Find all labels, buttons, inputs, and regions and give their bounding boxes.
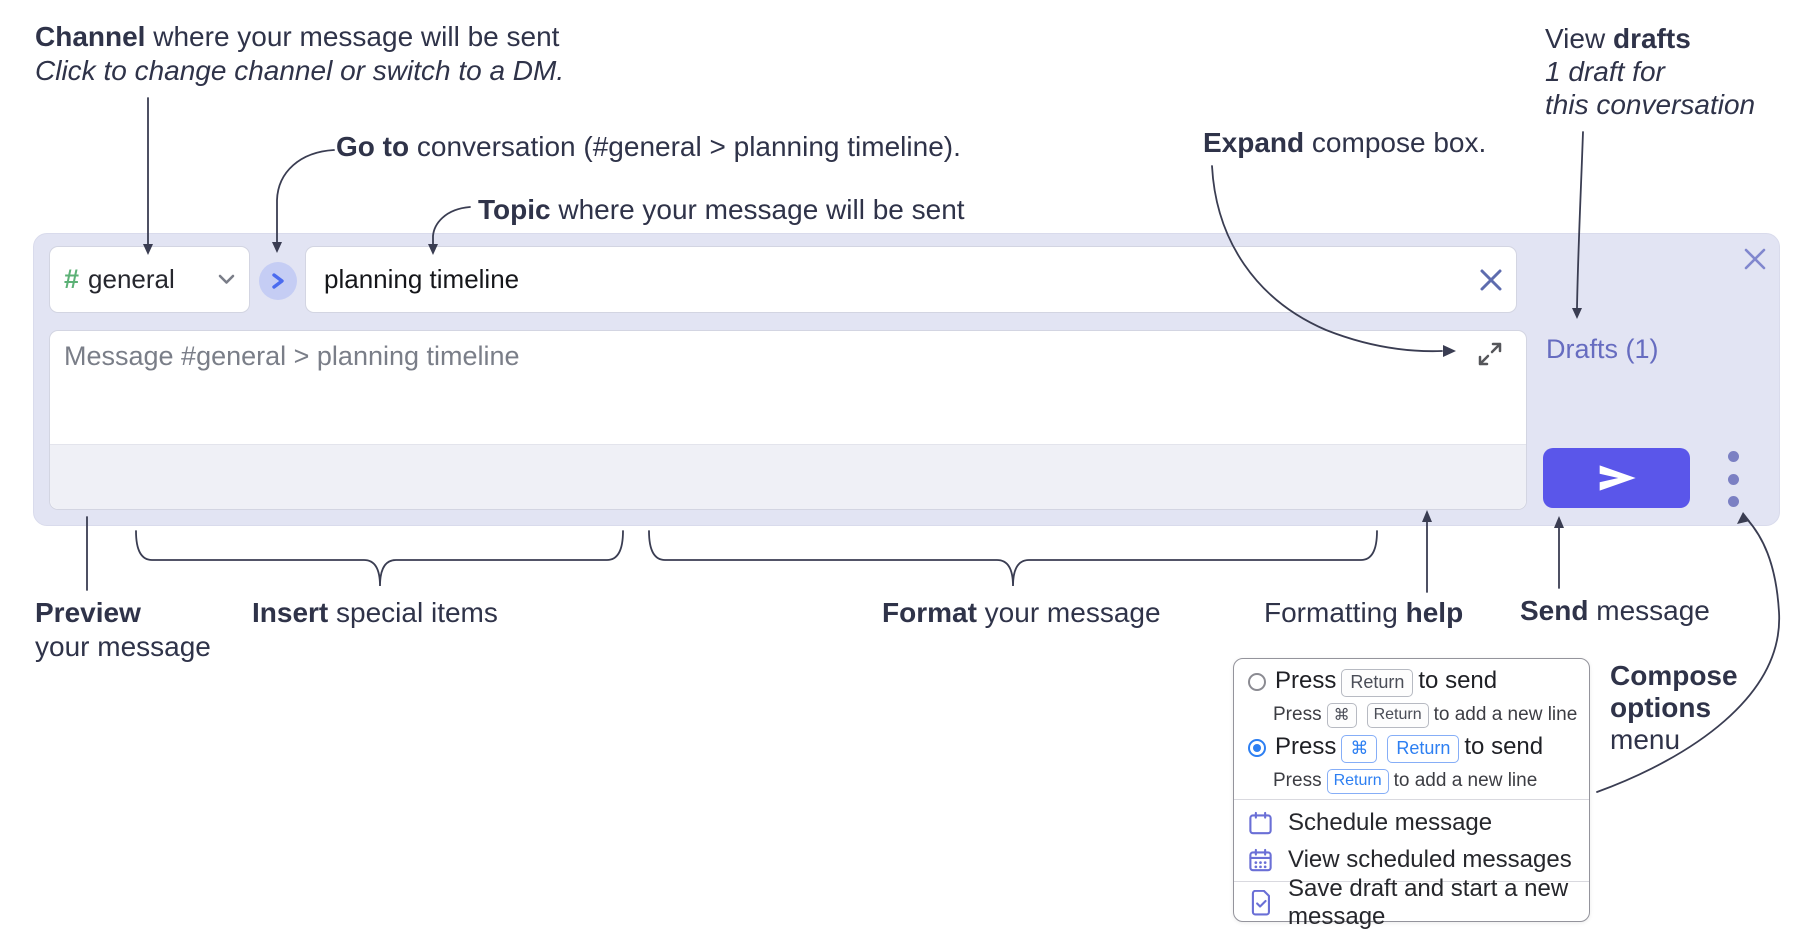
chevron-down-icon	[218, 274, 235, 284]
formatting-help-annotation: Formatting help	[1264, 597, 1464, 628]
calendar-dots-icon	[1249, 848, 1272, 871]
key-cmd: ⌘	[1326, 702, 1357, 728]
compose-options-annotation: Compose options menu	[1610, 660, 1738, 755]
menu-item-save-draft[interactable]: Save draft and start a new message	[1234, 875, 1589, 930]
goto-annotation: Go to conversation (#general > planning …	[336, 131, 961, 162]
topic-input[interactable]: planning timeline	[305, 246, 1517, 313]
key-cmd: ⌘	[1341, 734, 1378, 763]
channel-selector[interactable]: # general	[49, 246, 250, 313]
radio-selected[interactable]	[1248, 739, 1266, 757]
menu-divider	[1234, 799, 1589, 801]
radio-unselected[interactable]	[1248, 673, 1266, 691]
topic-value: planning timeline	[324, 264, 520, 294]
key-return: Return	[1366, 702, 1429, 728]
channel-hash-icon: #	[64, 264, 80, 294]
send-icon	[1599, 465, 1636, 491]
clear-topic-icon[interactable]	[1478, 267, 1504, 293]
drafts-annotation: View drafts 1 draft for this conversatio…	[1545, 23, 1756, 120]
calendar-icon	[1249, 811, 1272, 834]
send-button[interactable]	[1543, 448, 1690, 508]
menu-item-view-scheduled[interactable]: View scheduled messages	[1234, 842, 1589, 878]
preview-annotation: Preview your message	[35, 597, 211, 662]
go-to-conversation-button[interactable]	[259, 262, 297, 300]
channel-annotation: Channel where your message will be sent …	[35, 21, 565, 86]
channel-name: general	[88, 264, 175, 294]
insert-annotation: Insert special items	[252, 597, 498, 628]
expand-annotation: Expand compose box.	[1203, 127, 1487, 158]
menu-divider	[1234, 881, 1589, 883]
message-textarea[interactable]: Message #general > planning timeline	[49, 330, 1527, 510]
topic-annotation: Topic where your message will be sent	[478, 194, 965, 225]
drafts-link[interactable]: Drafts (1)	[1546, 334, 1659, 364]
expand-compose-icon[interactable]	[1477, 341, 1503, 367]
key-return: Return	[1326, 768, 1389, 794]
format-annotation: Format your message	[882, 597, 1161, 628]
message-placeholder: Message #general > planning timeline	[64, 341, 520, 371]
menu-item-schedule[interactable]: Schedule message	[1234, 805, 1589, 841]
compose-toolbar	[50, 444, 1526, 509]
close-compose-icon[interactable]	[1741, 245, 1769, 273]
compose-options-menu-button[interactable]	[1727, 451, 1739, 507]
send-annotation: Send message	[1520, 595, 1710, 626]
key-return: Return	[1341, 668, 1414, 697]
draft-check-icon	[1251, 889, 1270, 916]
chevron-right-icon	[272, 273, 284, 289]
key-return: Return	[1387, 734, 1460, 763]
